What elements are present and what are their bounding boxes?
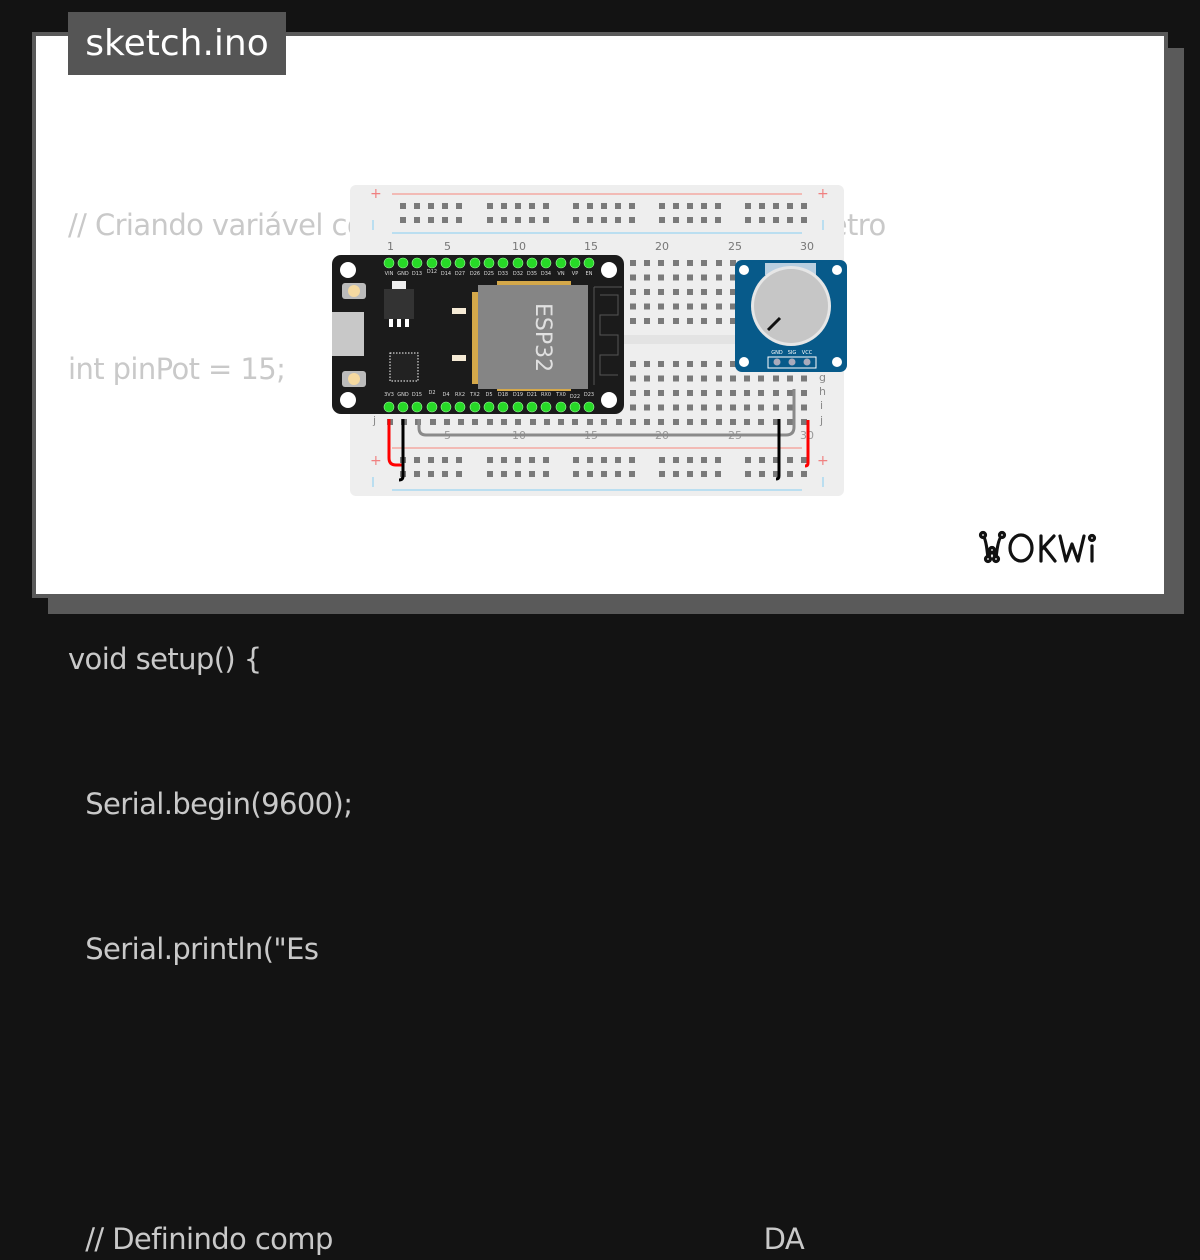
svg-text:RX0: RX0	[541, 392, 551, 398]
svg-text:20: 20	[655, 240, 669, 253]
svg-text:j: j	[819, 414, 823, 427]
svg-text:+: +	[817, 453, 829, 469]
wires	[387, 389, 810, 482]
svg-text:RX2: RX2	[455, 392, 465, 398]
svg-text:+: +	[817, 186, 829, 202]
svg-text:VCC: VCC	[802, 350, 813, 356]
svg-text:+: +	[370, 453, 382, 469]
svg-text:D5: D5	[485, 392, 492, 398]
wokwi-logo[interactable]	[978, 528, 1150, 580]
svg-text:SIG: SIG	[788, 350, 797, 356]
svg-text:D14: D14	[441, 271, 451, 277]
knob-pointer	[766, 316, 782, 332]
svg-text:GND: GND	[397, 271, 409, 277]
svg-text:D13: D13	[412, 271, 422, 277]
svg-text:VIN: VIN	[385, 271, 394, 277]
svg-text:1: 1	[387, 240, 394, 253]
code-line: void setup() {	[68, 642, 262, 677]
svg-text:D32: D32	[513, 271, 523, 277]
wire-vcc[interactable]	[804, 420, 810, 468]
antenna-icon	[593, 286, 622, 385]
svg-text:TX0: TX0	[555, 392, 566, 398]
row-labels: g h i j j	[372, 371, 826, 427]
svg-text:D22: D22	[570, 394, 580, 400]
svg-text:VP: VP	[572, 271, 578, 277]
code-line: // Definindo comp DA	[68, 1221, 805, 1256]
svg-text:h: h	[819, 385, 826, 398]
top-pin-row	[383, 257, 595, 269]
wire-3v3[interactable]	[387, 419, 403, 467]
mount-hole-icon	[340, 262, 356, 278]
svg-text:D33: D33	[498, 271, 508, 277]
usb-port	[332, 312, 364, 356]
svg-text:D15: D15	[412, 392, 422, 398]
svg-text:GND: GND	[397, 392, 409, 398]
wokwi-logo-icon	[978, 530, 1097, 564]
svg-text:i: i	[820, 399, 823, 412]
svg-text:D27: D27	[455, 271, 465, 277]
code-line: int pinPot = 15;	[68, 352, 286, 387]
svg-text:GND: GND	[771, 350, 783, 356]
potentiometer[interactable]: GND SIG VCC	[735, 260, 847, 376]
svg-text:D25: D25	[484, 271, 494, 277]
rail-plus-icon: +	[370, 186, 382, 202]
svg-text:VN: VN	[557, 271, 564, 277]
file-tab[interactable]: sketch.ino	[68, 12, 286, 75]
svg-text:EN: EN	[586, 271, 593, 277]
svg-text:D23: D23	[584, 392, 594, 398]
svg-text:TX2: TX2	[469, 392, 480, 398]
svg-text:g: g	[819, 371, 826, 384]
svg-text:D34: D34	[541, 271, 551, 277]
svg-text:D2: D2	[428, 390, 435, 396]
svg-text:30: 30	[800, 240, 814, 253]
code-line	[68, 1070, 886, 1118]
svg-text:5: 5	[444, 240, 451, 253]
svg-text:ESP32: ESP32	[530, 303, 555, 372]
svg-text:D18: D18	[498, 392, 508, 398]
svg-text:D21: D21	[527, 392, 537, 398]
wire-signal[interactable]	[417, 389, 796, 437]
wire-gnd-left[interactable]	[398, 419, 405, 482]
bottom-pin-row	[383, 401, 595, 413]
code-line: Serial.println("Es	[68, 932, 319, 967]
svg-text:25: 25	[728, 240, 742, 253]
wire-gnd-right[interactable]	[775, 419, 781, 481]
svg-text:10: 10	[512, 240, 526, 253]
svg-text:15: 15	[584, 240, 598, 253]
svg-text:D4: D4	[442, 392, 449, 398]
code-line: Serial.begin(9600);	[68, 787, 353, 822]
svg-text:D35: D35	[527, 271, 537, 277]
svg-text:D26: D26	[470, 271, 480, 277]
svg-text:D19: D19	[513, 392, 523, 398]
potentiometer-graphic: GND SIG VCC	[735, 260, 847, 372]
svg-text:D12: D12	[427, 269, 437, 275]
svg-text:j: j	[372, 414, 376, 427]
esp32-chip	[478, 285, 588, 389]
svg-text:3V3: 3V3	[384, 392, 394, 398]
